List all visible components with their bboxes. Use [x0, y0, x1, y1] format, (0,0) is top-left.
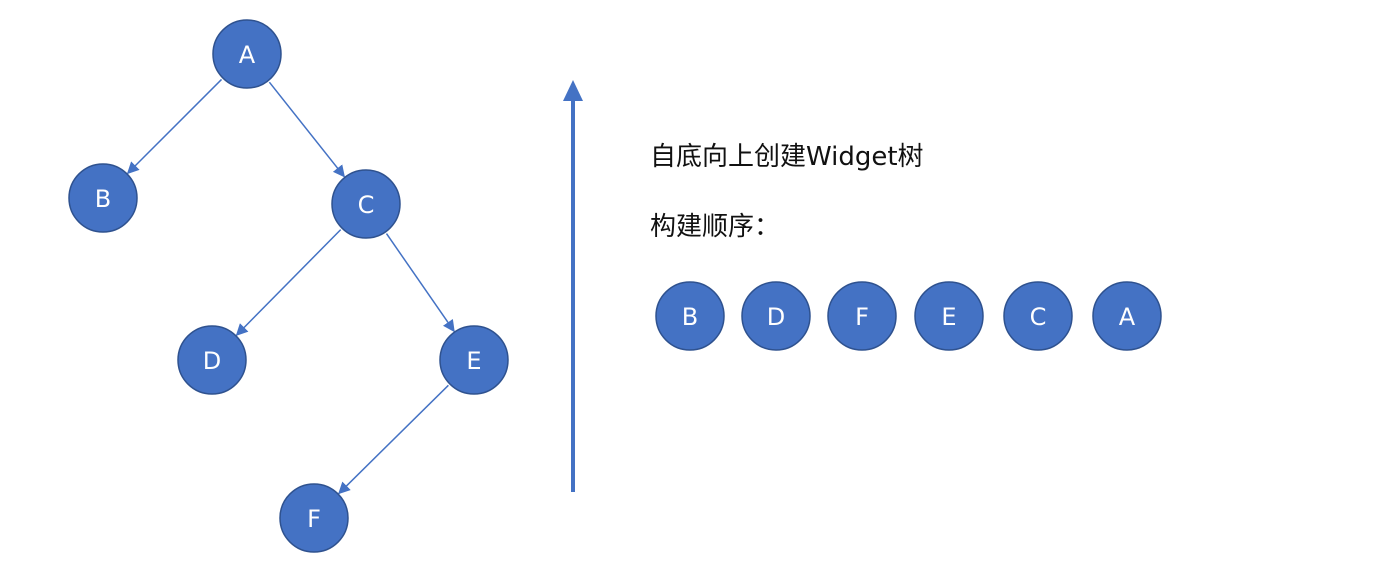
build-order-node-5: C — [1003, 281, 1073, 351]
tree-node-a: A — [212, 19, 282, 89]
build-order-node-2: D — [741, 281, 811, 351]
build-order-node-3-circle — [827, 281, 897, 351]
build-order-node-2-circle — [741, 281, 811, 351]
build-order-node-5-label: C — [1030, 303, 1047, 331]
build-order-node-4-label: E — [941, 303, 956, 331]
tree-node-d-circle — [177, 325, 247, 395]
build-order-node-1-label: B — [682, 303, 698, 331]
tree-node-f-label: F — [307, 505, 321, 533]
tree-edge-a-c — [268, 81, 345, 178]
tree-edge-a-b — [126, 78, 223, 175]
tree-nodes: A B C D E F — [68, 19, 509, 553]
tree-edge-c-e — [385, 233, 455, 333]
tree-node-f: F — [279, 483, 349, 553]
diagram-title: 自底向上创建Widget树 — [650, 142, 924, 172]
bottom-up-arrow-head — [563, 80, 583, 101]
build-order-node-5-circle — [1003, 281, 1073, 351]
build-order-node-4: E — [914, 281, 984, 351]
build-order-node-6-label: A — [1119, 303, 1136, 331]
tree-node-b-label: B — [95, 185, 111, 213]
build-order-node-1: B — [655, 281, 725, 351]
tree-node-a-circle — [212, 19, 282, 89]
build-order-node-1-circle — [655, 281, 725, 351]
build-order-node-6: A — [1092, 281, 1162, 351]
tree-node-c-label: C — [358, 191, 375, 219]
tree-edge-c-d — [235, 229, 342, 336]
tree-node-e: E — [439, 325, 509, 395]
tree-edges — [126, 78, 455, 495]
tree-node-c: C — [331, 169, 401, 239]
tree-edge-e-f — [338, 384, 449, 495]
tree-node-d: D — [177, 325, 247, 395]
build-order-node-2-label: D — [767, 303, 785, 331]
build-order-node-6-circle — [1092, 281, 1162, 351]
tree-node-c-circle — [331, 169, 401, 239]
tree-node-b: B — [68, 163, 138, 233]
build-order-label: 构建顺序： — [650, 212, 781, 242]
tree-node-f-circle — [279, 483, 349, 553]
tree-node-b-circle — [68, 163, 138, 233]
build-order-node-4-circle — [914, 281, 984, 351]
build-order-node-3: F — [827, 281, 897, 351]
build-order-node-3-label: F — [855, 303, 869, 331]
bottom-up-arrow — [563, 80, 583, 492]
tree-node-a-label: A — [239, 41, 256, 69]
tree-node-d-label: D — [203, 347, 221, 375]
tree-node-e-circle — [439, 325, 509, 395]
tree-node-e-label: E — [466, 347, 481, 375]
